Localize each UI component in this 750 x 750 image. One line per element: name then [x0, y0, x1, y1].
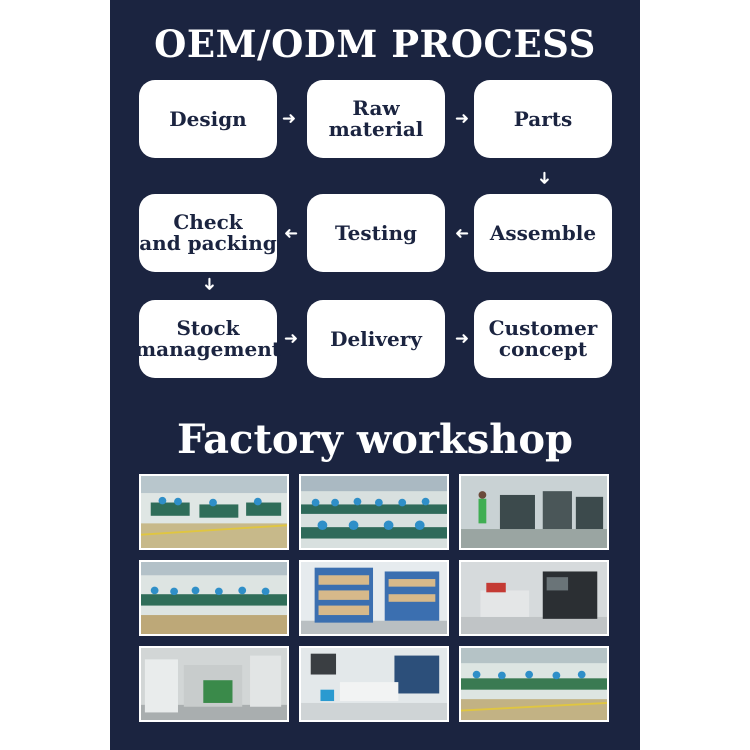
- workshop-photo-3: [459, 474, 609, 550]
- workshop-photo-5: [299, 560, 449, 636]
- down-arrow-icon: ➜: [199, 276, 219, 292]
- step-testing: Testing: [307, 194, 445, 272]
- right-arrow-icon: ➜: [281, 109, 297, 129]
- workshop-title: Factory workshop: [176, 416, 574, 463]
- workshop-photo-1: [139, 474, 289, 550]
- right-arrow-icon: ➜: [454, 329, 470, 349]
- step-parts: Parts: [474, 80, 612, 158]
- workshop-photo-2: [299, 474, 449, 550]
- workshop-photo-6: [459, 560, 609, 636]
- workshop-photo-4: [139, 560, 289, 636]
- step-raw-material: Raw material: [307, 80, 445, 158]
- oem-odm-poster: OEM/ODM PROCESS Design ➜ Raw material ➜ …: [110, 0, 640, 750]
- step-delivery: Delivery: [307, 300, 445, 378]
- process-title: OEM/ODM PROCESS: [154, 22, 596, 66]
- workshop-photo-8: [299, 646, 449, 722]
- workshop-photo-7: [139, 646, 289, 722]
- step-design: Design: [139, 80, 277, 158]
- workshop-photo-9: [459, 646, 609, 722]
- left-arrow-icon: ➜: [454, 223, 470, 243]
- right-arrow-icon: ➜: [454, 109, 470, 129]
- step-assemble: Assemble: [474, 194, 612, 272]
- down-arrow-icon: ➜: [534, 170, 554, 186]
- right-arrow-icon: ➜: [283, 329, 299, 349]
- step-customer-concept: Customer concept: [474, 300, 612, 378]
- step-stock-management: Stock management: [135, 300, 281, 378]
- step-check-and-packing: Check and packing: [139, 194, 277, 272]
- left-arrow-icon: ➜: [283, 223, 299, 243]
